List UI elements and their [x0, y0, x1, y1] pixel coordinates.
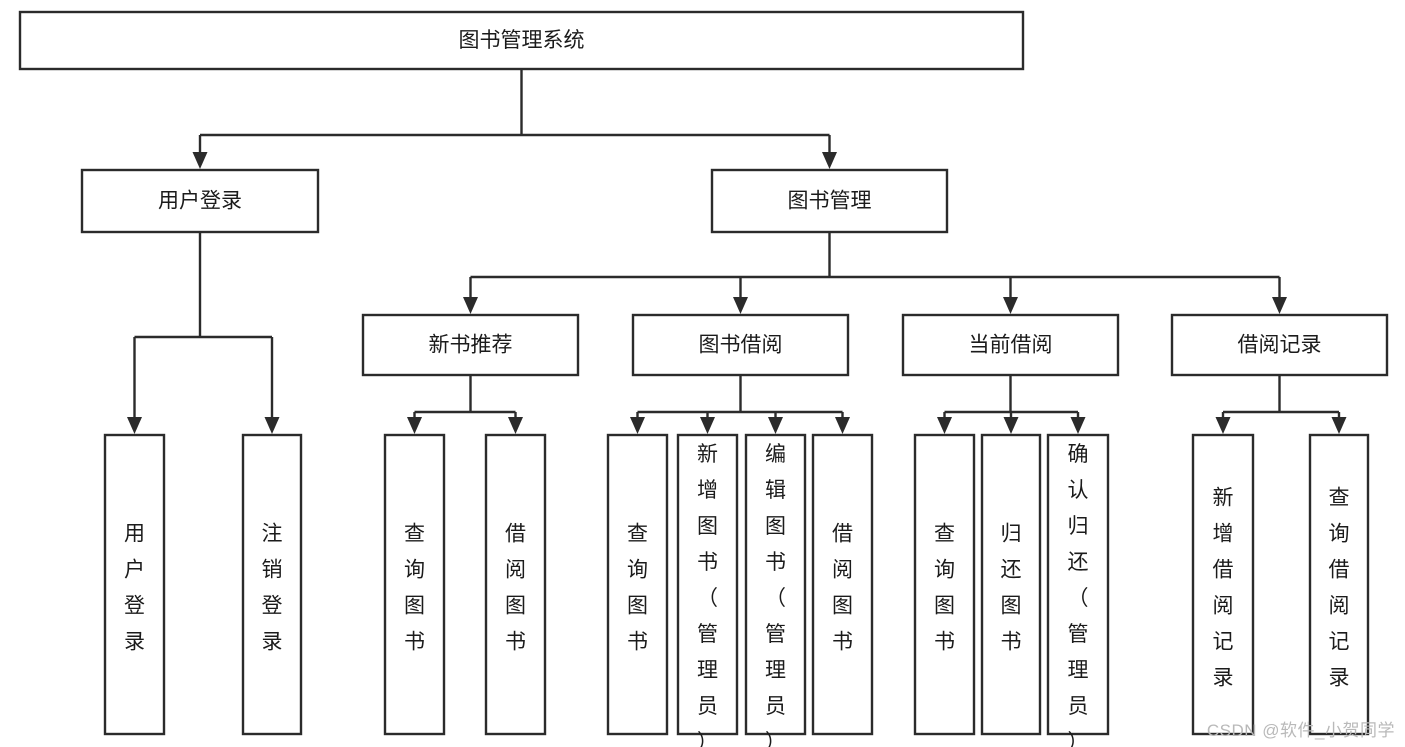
arrow-head-icon	[937, 417, 952, 434]
arrow-head-icon	[768, 417, 783, 434]
node-leaf-2-label: 查询图书	[404, 523, 425, 654]
node-level2-1[interactable]: 图书管理	[710, 168, 949, 234]
arrow-head-icon	[733, 297, 748, 314]
node-leaf-5-box	[676, 433, 739, 736]
node-level2-0-label: 用户登录	[158, 190, 242, 213]
node-leaf-12-box	[1308, 433, 1370, 736]
node-leaf-3-box	[484, 433, 547, 736]
node-leaf-12[interactable]: 查询借阅记录	[1308, 433, 1370, 736]
node-leaf-9-box	[980, 433, 1042, 736]
node-leaf-1-label: 注销登录	[262, 523, 283, 654]
node-level2-1-box	[710, 168, 949, 234]
node-level3-0-label: 新书推荐	[429, 334, 513, 357]
node-leaf-6-label: 编辑图书（管理员）	[765, 443, 786, 747]
connectors-layer	[127, 69, 1347, 434]
node-leaf-8[interactable]: 查询图书	[913, 433, 976, 736]
node-level3-3[interactable]: 借阅记录	[1170, 313, 1389, 377]
node-leaf-4-label: 查询图书	[627, 523, 648, 654]
node-leaf-1-box	[241, 433, 303, 736]
node-leaf-6[interactable]: 编辑图书（管理员）	[744, 433, 807, 747]
node-level3-2[interactable]: 当前借阅	[901, 313, 1120, 377]
node-leaf-0[interactable]: 用户登录	[103, 433, 166, 736]
node-leaf-8-box	[913, 433, 976, 736]
node-level2-0[interactable]: 用户登录	[80, 168, 320, 234]
node-level3-3-label: 借阅记录	[1238, 334, 1322, 357]
node-leaf-12-label: 查询借阅记录	[1329, 487, 1350, 690]
arrow-head-icon	[1070, 417, 1086, 434]
node-level3-1-box	[631, 313, 850, 377]
node-leaf-4-box	[606, 433, 669, 736]
watermark-label: CSDN @软件_小贺同学	[1206, 721, 1395, 740]
node-leaf-5-label: 新增图书（管理员）	[697, 443, 718, 747]
arrow-head-icon	[700, 417, 715, 434]
node-leaf-6-box	[744, 433, 807, 736]
node-leaf-0-label: 用户登录	[124, 523, 145, 654]
node-leaf-10-box	[1046, 433, 1110, 736]
node-leaf-3-label: 借阅图书	[505, 523, 526, 654]
node-leaf-10-label: 确认归还（管理员）	[1068, 443, 1089, 747]
node-leaf-7-box	[811, 433, 874, 736]
nodes-layer: 图书管理系统用户登录图书管理新书推荐图书借阅当前借阅借阅记录用户登录注销登录查询…	[18, 10, 1389, 747]
node-root-system-label: 图书管理系统	[459, 29, 585, 52]
node-leaf-11-label: 新增借阅记录	[1213, 487, 1234, 690]
arrow-head-icon	[407, 417, 422, 434]
node-leaf-3[interactable]: 借阅图书	[484, 433, 547, 736]
arrow-head-icon	[463, 297, 478, 314]
node-leaf-0-box	[103, 433, 166, 736]
arrow-head-icon	[1003, 417, 1019, 434]
node-leaf-2[interactable]: 查询图书	[383, 433, 446, 736]
arrow-head-icon	[508, 417, 523, 434]
node-leaf-5[interactable]: 新增图书（管理员）	[676, 433, 739, 747]
arrow-head-icon	[127, 417, 142, 434]
node-level2-1-label: 图书管理	[788, 190, 872, 213]
arrow-head-icon	[1272, 297, 1287, 314]
arrow-head-icon	[1215, 417, 1231, 434]
node-level3-0[interactable]: 新书推荐	[361, 313, 580, 377]
node-level3-2-box	[901, 313, 1120, 377]
arrow-head-icon	[1003, 297, 1018, 314]
node-level2-0-box	[80, 168, 320, 234]
node-leaf-8-label: 查询图书	[934, 523, 955, 654]
arrow-head-icon	[264, 417, 280, 434]
node-leaf-2-box	[383, 433, 446, 736]
node-leaf-7[interactable]: 借阅图书	[811, 433, 874, 736]
node-level3-3-box	[1170, 313, 1389, 377]
node-root-system-box	[18, 10, 1025, 71]
arrow-head-icon	[1331, 417, 1347, 434]
node-leaf-1[interactable]: 注销登录	[241, 433, 303, 736]
arrow-head-icon	[822, 152, 837, 169]
node-leaf-10[interactable]: 确认归还（管理员）	[1046, 433, 1110, 747]
node-level3-0-box	[361, 313, 580, 377]
arrow-head-icon	[835, 417, 850, 434]
node-level3-1[interactable]: 图书借阅	[631, 313, 850, 377]
arrow-head-icon	[630, 417, 645, 434]
node-leaf-9[interactable]: 归还图书	[980, 433, 1042, 736]
node-leaf-7-label: 借阅图书	[832, 523, 853, 654]
arrow-head-icon	[192, 152, 208, 169]
node-leaf-9-label: 归还图书	[1001, 523, 1022, 654]
node-leaf-11[interactable]: 新增借阅记录	[1191, 433, 1255, 736]
node-leaf-11-box	[1191, 433, 1255, 736]
node-root-system[interactable]: 图书管理系统	[18, 10, 1025, 71]
node-level3-2-label: 当前借阅	[969, 334, 1053, 357]
node-level3-1-label: 图书借阅	[699, 334, 783, 357]
node-leaf-4[interactable]: 查询图书	[606, 433, 669, 736]
